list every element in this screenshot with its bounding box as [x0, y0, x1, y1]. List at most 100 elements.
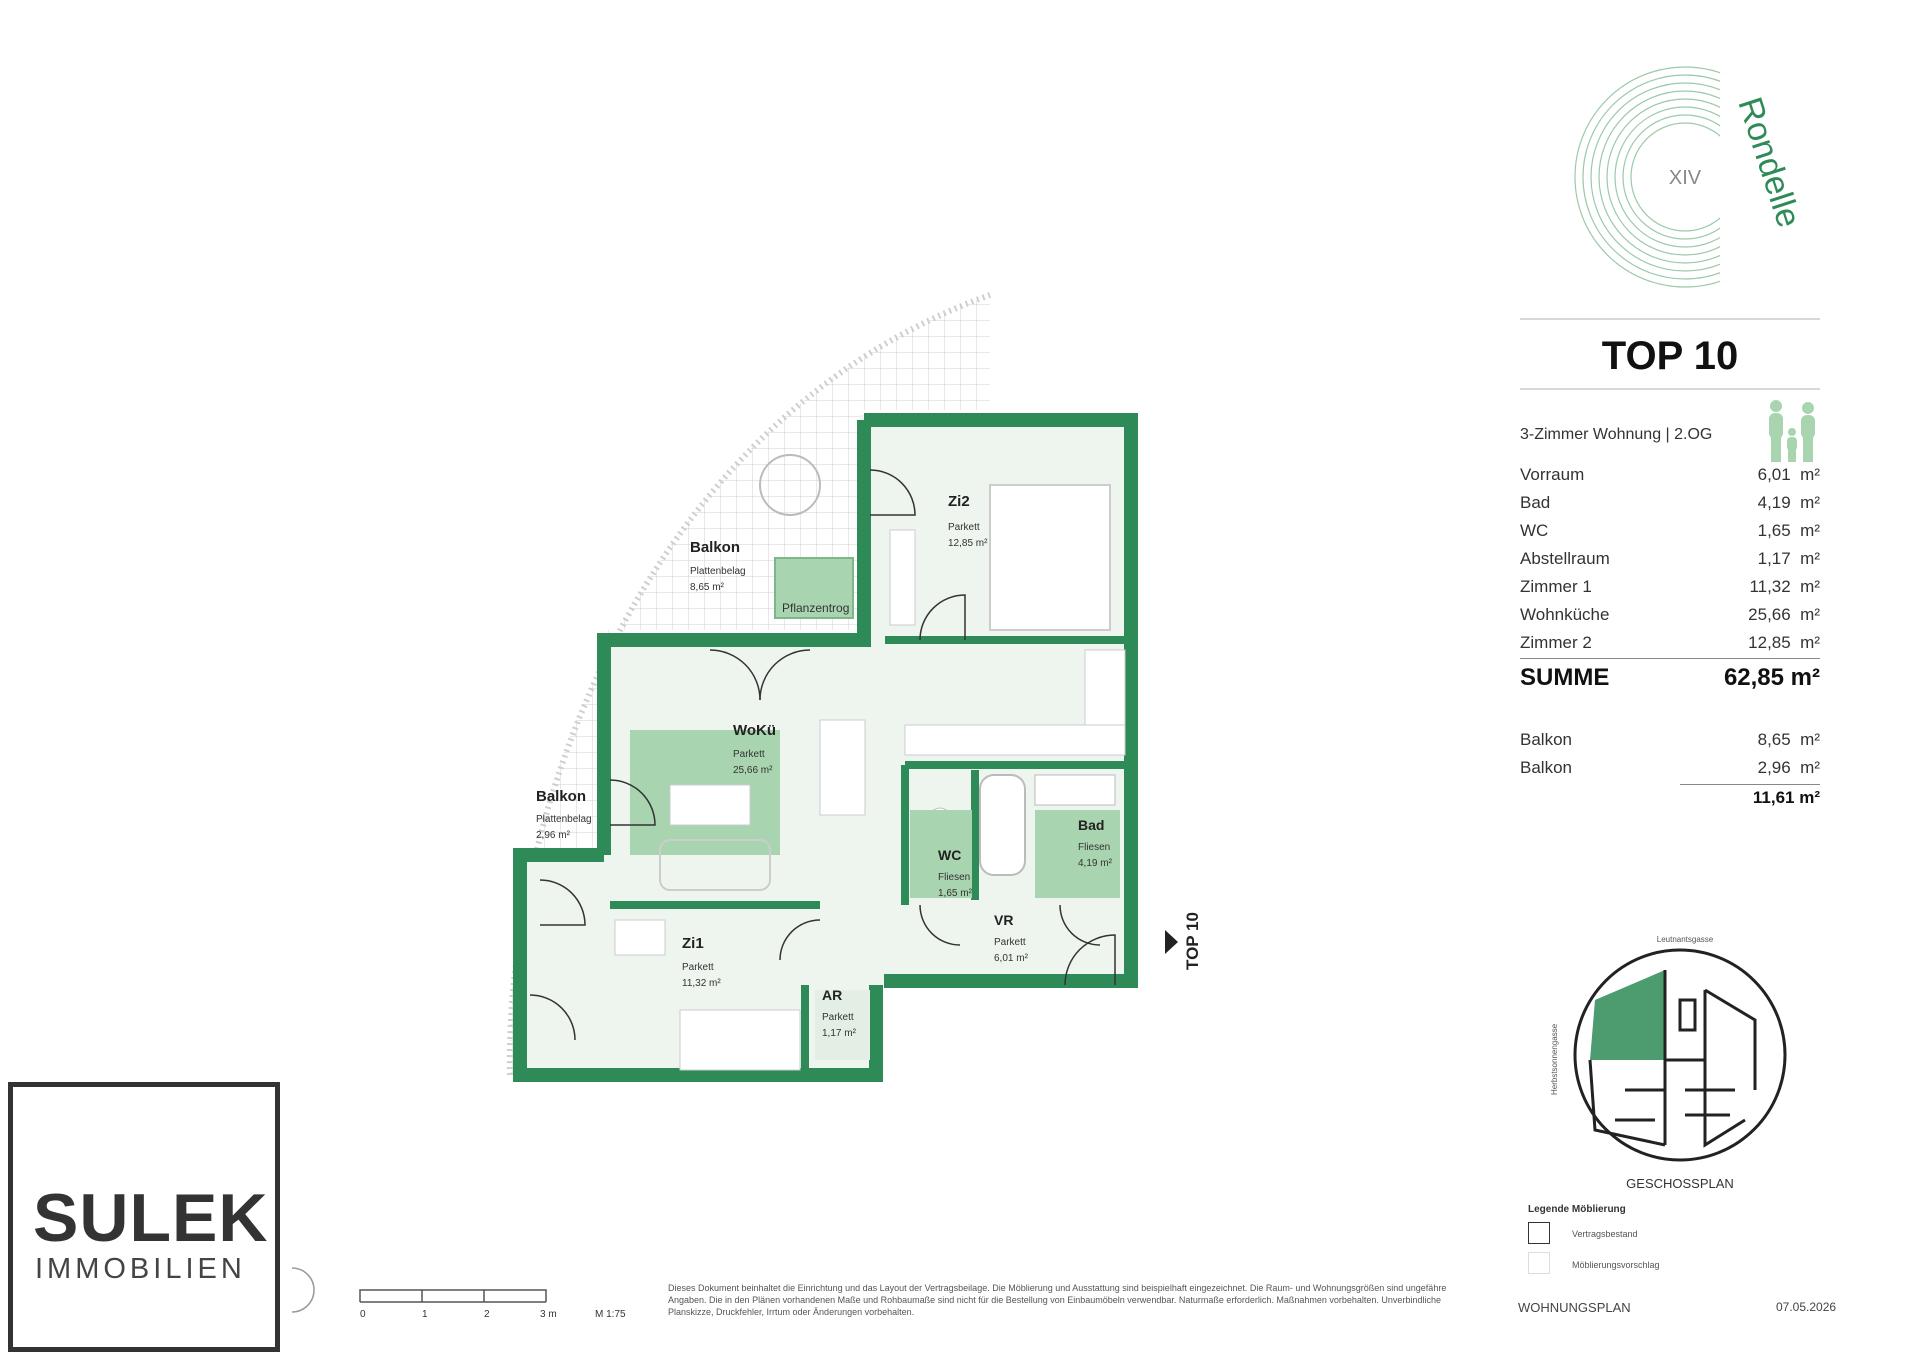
wardrobe-zi2	[889, 529, 916, 626]
planter-box	[774, 557, 854, 619]
svg-text:VR: VR	[994, 912, 1013, 928]
label-zi2: Zi2 Parkett 12,85 m²	[948, 493, 988, 549]
label-vr: VR Parkett 6,01 m²	[994, 912, 1029, 964]
outdoor-unit: m²	[1800, 730, 1820, 749]
svg-text:AR: AR	[822, 987, 842, 1003]
svg-text:WoKü: WoKü	[733, 722, 776, 739]
svg-text:1,65 m²: 1,65 m²	[938, 888, 973, 899]
bath-sinks	[1034, 774, 1116, 806]
label-zi1: Zi1 Parkett 11,32 m²	[682, 935, 721, 989]
svg-text:1,17 m²: 1,17 m²	[822, 1028, 857, 1039]
outdoor-row: Balkon 8,65 m²	[1520, 730, 1820, 756]
room-unit: m²	[1800, 577, 1820, 596]
logo-numeral: XIV	[1669, 167, 1702, 189]
svg-text:Balkon: Balkon	[536, 788, 586, 805]
rondelle-logo: XIV Rondelle	[1574, 66, 1800, 288]
outer-walls	[513, 413, 1138, 1082]
room-value: 6,01	[1757, 465, 1791, 484]
room-value: 4,19	[1757, 493, 1791, 512]
svg-text:11,32 m²: 11,32 m²	[682, 978, 721, 989]
sum-label: SUMME	[1520, 664, 1610, 691]
kitchen-counter	[904, 724, 1126, 756]
room-row: Wohnküche 25,66 m²	[1520, 605, 1820, 631]
room-unit: m²	[1800, 605, 1820, 624]
door-swings	[529, 469, 1116, 1041]
room-unit: m²	[1800, 465, 1820, 484]
room-name: WC	[1520, 521, 1549, 540]
label-pflanzentrog: Pflanzentrog	[782, 601, 849, 615]
room-name: Bad	[1520, 493, 1551, 512]
dining-table	[819, 719, 866, 816]
room-unit: m²	[1800, 633, 1820, 652]
site-street-left: Herbstsonnengasse	[1550, 1023, 1559, 1095]
room-row: Vorraum 6,01 m²	[1520, 465, 1820, 491]
svg-text:Fliesen: Fliesen	[938, 872, 970, 883]
legend-swatch-vertragsbestand	[1528, 1222, 1550, 1244]
svg-text:4,19 m²: 4,19 m²	[1078, 858, 1113, 869]
scale-bar	[359, 1289, 547, 1303]
sofa	[659, 839, 771, 891]
svg-text:Fliesen: Fliesen	[1078, 842, 1110, 853]
entrance-arrow-icon	[1165, 930, 1178, 954]
footer-document-type: WOHNUNGSPLAN	[1518, 1300, 1631, 1315]
scale-tick-3: 3 m	[540, 1309, 557, 1320]
footer-date: 07.05.2026	[1776, 1300, 1837, 1314]
unit-subtitle: 3-Zimmer Wohnung | 2.OG	[1520, 426, 1713, 443]
svg-text:Parkett: Parkett	[948, 522, 980, 533]
room-unit: m²	[1800, 493, 1820, 512]
room-name: Abstellraum	[1520, 549, 1610, 568]
company-name: SULEK	[33, 1180, 269, 1256]
svg-text:25,66 m²: 25,66 m²	[733, 765, 773, 776]
svg-text:8,65 m²: 8,65 m²	[690, 582, 725, 593]
room-value: 1,17	[1757, 549, 1791, 568]
inner-walls	[610, 636, 1125, 1075]
svg-text:Bad: Bad	[1078, 817, 1104, 833]
entrance-label: TOP 10	[1183, 912, 1200, 970]
room-row: Abstellraum 1,17 m²	[1520, 549, 1820, 575]
ar-room	[815, 990, 870, 1060]
room-value: 12,85	[1748, 633, 1791, 652]
divider-title	[1520, 388, 1820, 390]
room-value: 25,66	[1748, 605, 1791, 624]
unit-title: TOP 10	[1601, 334, 1739, 378]
sulek-logo: SULEK IMMOBILIEN	[8, 1082, 280, 1352]
desk-zi1	[614, 919, 666, 956]
room-value: 1,65	[1757, 521, 1791, 540]
disclaimer-text: Dieses Dokument beinhaltet die Einrichtu…	[668, 1283, 1447, 1317]
wc-floor	[910, 810, 972, 898]
north-arrow-icon	[291, 1267, 315, 1313]
outdoor-name: Balkon	[1520, 758, 1572, 777]
room-unit: m²	[1800, 521, 1820, 540]
svg-text:6,01 m²: 6,01 m²	[994, 953, 1029, 964]
site-street-top: Leutnantsgasse	[1657, 935, 1714, 944]
coffee-table	[669, 784, 751, 826]
site-plan: Leutnantsgasse Herbstsonnengasse GESCHOS…	[1550, 935, 1787, 1190]
room-unit: m²	[1800, 549, 1820, 568]
legend-item: Möblierungsvorschlag	[1572, 1260, 1660, 1270]
svg-text:12,85 m²: 12,85 m²	[948, 538, 988, 549]
site-plan-caption: GESCHOSSPLAN	[1626, 1176, 1734, 1190]
outdoor-name: Balkon	[1520, 730, 1572, 749]
label-wc: WC Fliesen 1,65 m²	[938, 847, 973, 899]
svg-text:Balkon: Balkon	[690, 539, 740, 556]
svg-text:WC: WC	[938, 847, 961, 863]
legend-title: Legende Möblierung	[1528, 1204, 1626, 1215]
svg-text:Zi2: Zi2	[948, 493, 970, 510]
scale-tick-0: 0	[360, 1309, 366, 1320]
bed-zi1	[679, 1009, 801, 1071]
room-row: WC 1,65 m²	[1520, 521, 1820, 547]
bad-floor	[1035, 810, 1120, 898]
divider-sum	[1520, 658, 1820, 659]
legend-swatch-moeblierung	[1528, 1252, 1550, 1274]
room-name: Zimmer 2	[1520, 633, 1592, 652]
legend-item: Vertragsbestand	[1572, 1229, 1638, 1239]
scale-label: M 1:75	[595, 1309, 626, 1320]
floor-plan: Balkon Plattenbelag 8,65 m² Pflanzentrog…	[291, 292, 1200, 1320]
outdoor-unit: m²	[1800, 758, 1820, 777]
family-icon	[1769, 400, 1815, 462]
svg-text:Parkett: Parkett	[733, 749, 765, 760]
bed-zi2	[989, 484, 1111, 631]
svg-text:Plattenbelag: Plattenbelag	[536, 814, 592, 825]
svg-text:Plattenbelag: Plattenbelag	[690, 566, 746, 577]
room-row: Zimmer 2 12,85 m²	[1520, 633, 1820, 659]
